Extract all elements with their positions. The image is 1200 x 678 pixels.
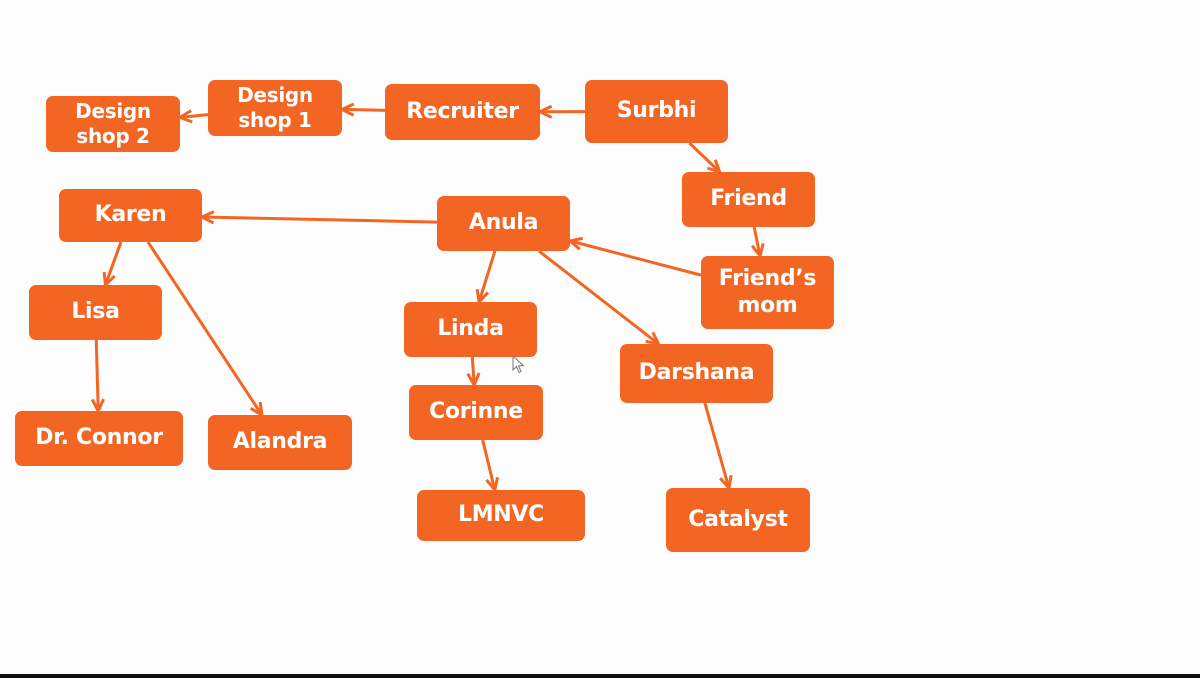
node-catalyst[interactable]: Catalyst bbox=[666, 488, 810, 552]
edge-recruiter-to-design-shop-1 bbox=[341, 107, 386, 112]
node-dr-connor[interactable]: Dr. Connor bbox=[15, 411, 183, 466]
edge-corinne-to-lmnvc bbox=[481, 439, 497, 491]
arrowhead-recruiter bbox=[536, 104, 553, 119]
node-recruiter[interactable]: Recruiter bbox=[385, 84, 540, 140]
node-lisa[interactable]: Lisa bbox=[29, 285, 162, 340]
node-design-shop-2[interactable]: Design shop 2 bbox=[46, 96, 180, 152]
edge-anula-to-karen bbox=[201, 215, 438, 224]
node-karen[interactable]: Karen bbox=[59, 189, 202, 242]
node-lmnvc[interactable]: LMNVC bbox=[417, 490, 585, 541]
edge-friend-to-friends-mom bbox=[752, 226, 762, 257]
edge-surbhi-to-friend bbox=[688, 141, 721, 174]
edge-anula-to-darshana bbox=[537, 249, 660, 346]
edge-darshana-to-catalyst bbox=[703, 402, 731, 489]
node-anula[interactable]: Anula bbox=[437, 196, 570, 251]
arrowhead-design-shop-2 bbox=[176, 109, 193, 124]
edge-karen-to-alandra bbox=[146, 241, 264, 416]
edge-lisa-to-dr-connor bbox=[94, 339, 100, 412]
node-friends-mom[interactable]: Friend’s mom bbox=[701, 256, 834, 329]
node-linda[interactable]: Linda bbox=[404, 302, 537, 357]
edge-karen-to-lisa bbox=[104, 241, 123, 286]
node-friend[interactable]: Friend bbox=[682, 172, 815, 227]
node-corinne[interactable]: Corinne bbox=[409, 385, 543, 440]
arrowhead-anula bbox=[566, 236, 584, 251]
arrowhead-karen bbox=[198, 210, 215, 225]
bottom-border bbox=[0, 674, 1200, 678]
mouse-cursor-icon bbox=[512, 355, 525, 374]
edge-linda-to-corinne bbox=[470, 356, 476, 386]
node-alandra[interactable]: Alandra bbox=[208, 415, 352, 470]
edge-anula-to-linda bbox=[477, 250, 497, 303]
edge-friends-mom-to-anula bbox=[569, 239, 702, 277]
node-darshana[interactable]: Darshana bbox=[620, 344, 773, 403]
node-surbhi[interactable]: Surbhi bbox=[585, 80, 728, 143]
node-design-shop-1[interactable]: Design shop 1 bbox=[208, 80, 342, 136]
edge-design-shop-1-to-design-shop-2 bbox=[179, 113, 209, 119]
arrowhead-design-shop-1 bbox=[338, 102, 355, 117]
